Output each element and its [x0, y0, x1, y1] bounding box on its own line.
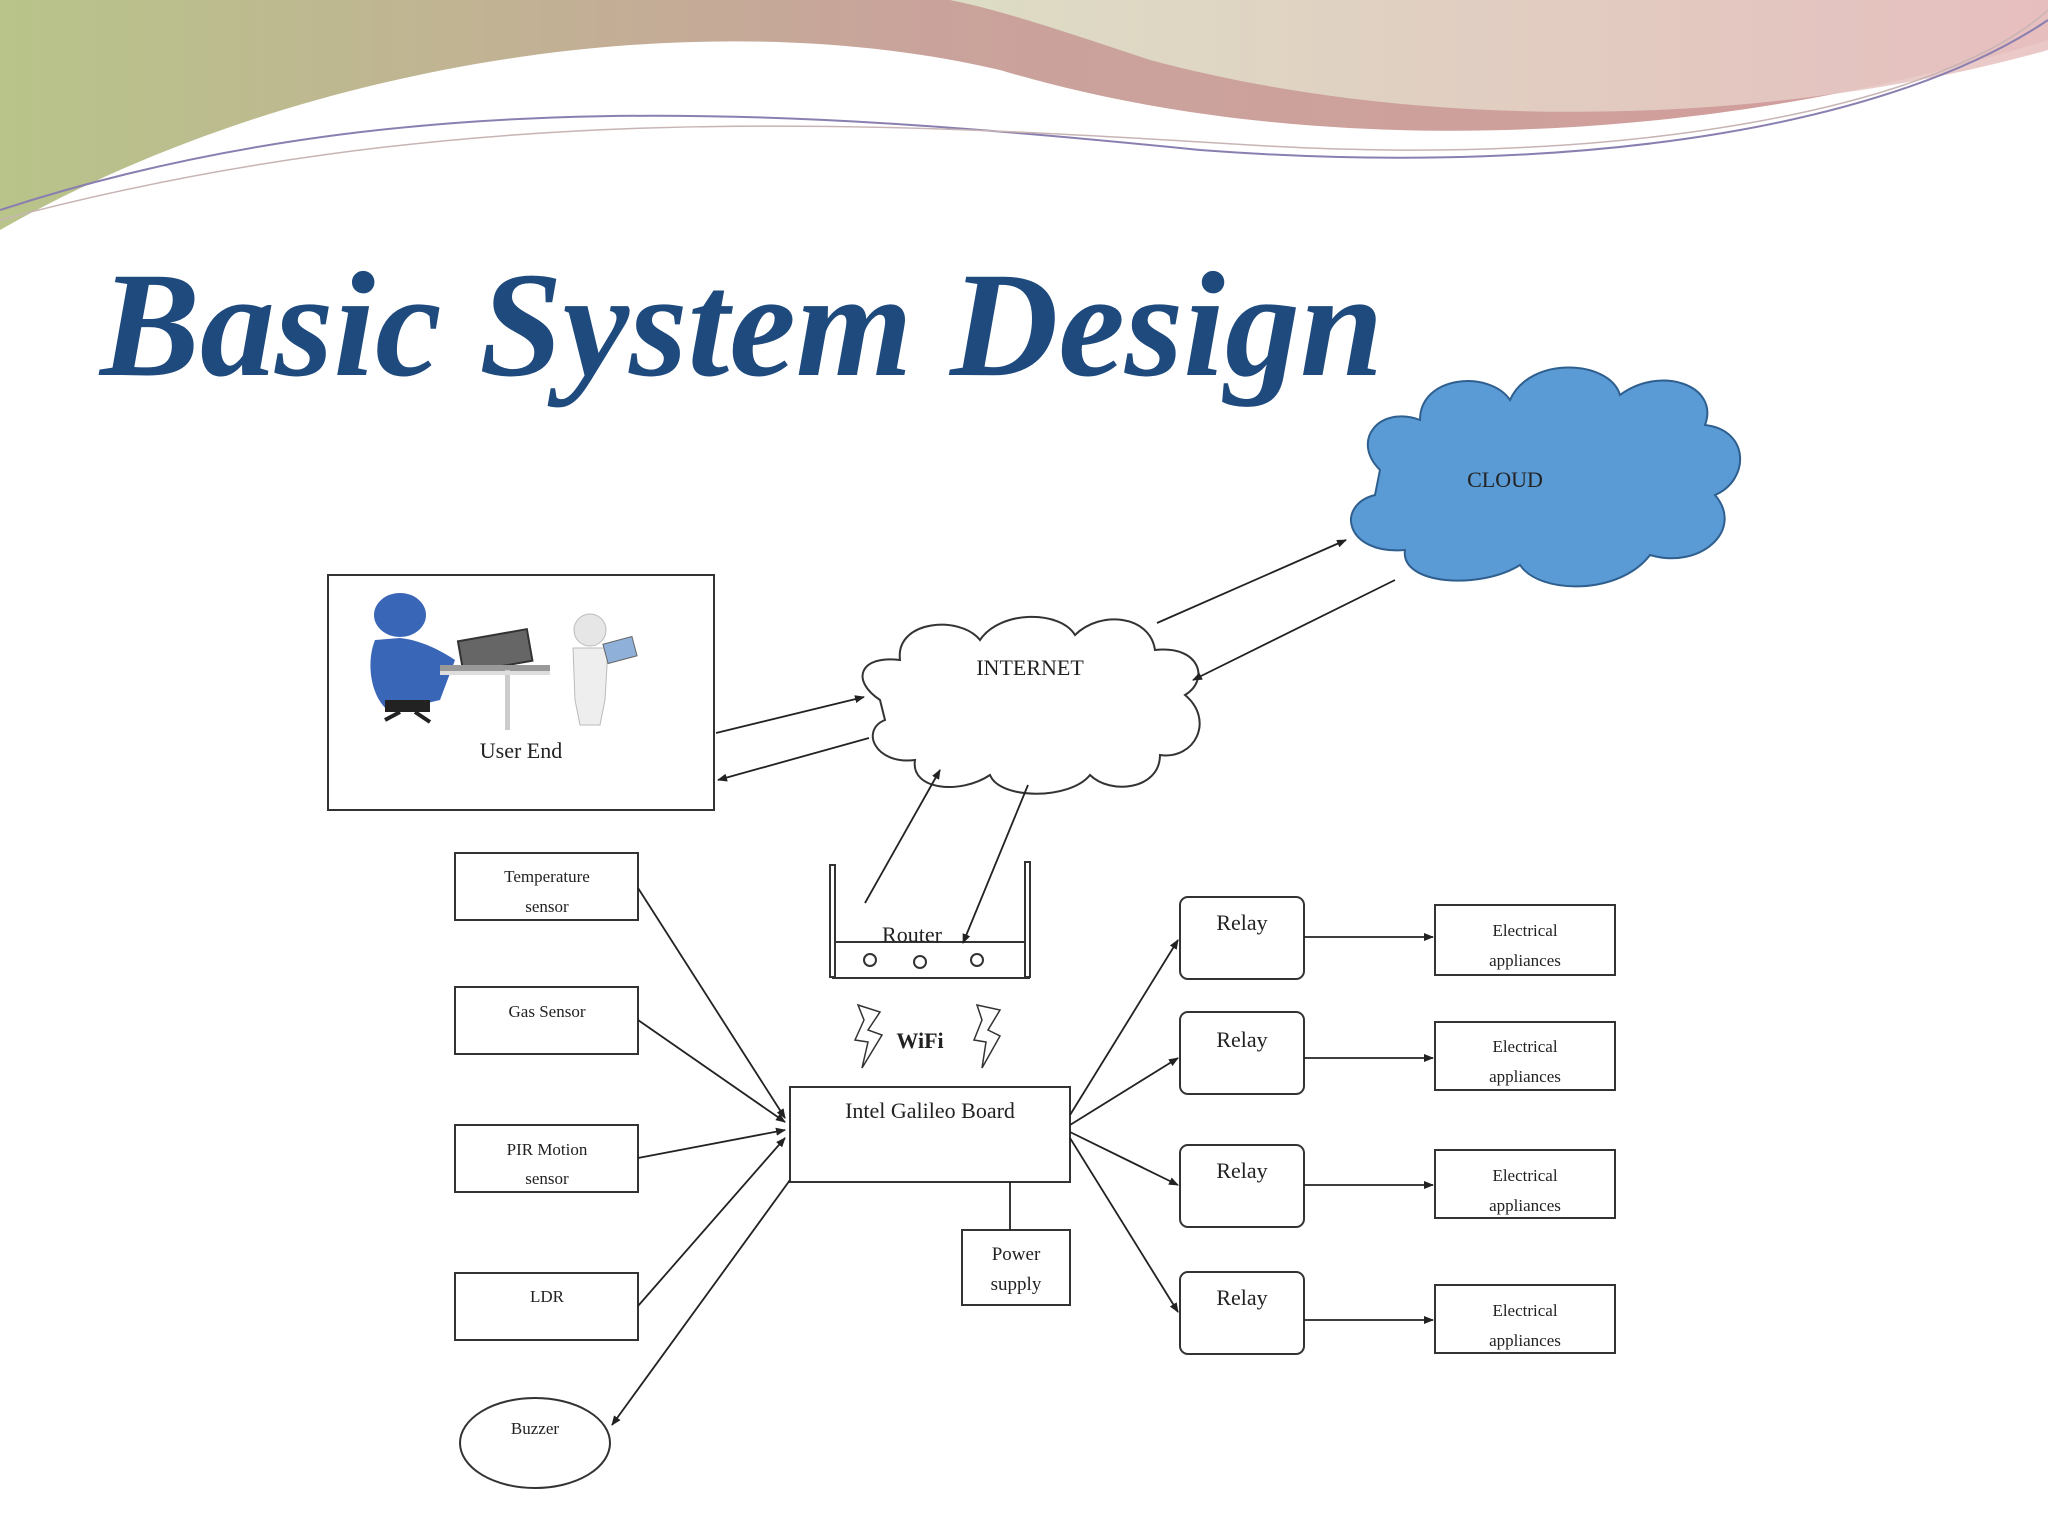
relay-label-1: Relay — [1216, 910, 1267, 935]
arrow-gas-to-board — [637, 1019, 786, 1123]
gas-sensor-label: Gas Sensor — [509, 1002, 586, 1021]
lightning-bolt-icon — [853, 1003, 884, 1069]
ldr-node: LDR — [454, 1272, 639, 1341]
lightning-bolt-icon — [972, 1003, 1002, 1069]
arrow-board-to-relay-3 — [1069, 1131, 1179, 1186]
ldr-label: LDR — [530, 1287, 565, 1306]
gas-sensor-node: Gas Sensor — [454, 986, 639, 1055]
cloud-label: CLOUD — [1467, 467, 1543, 492]
arrow-internet-to-router — [962, 784, 1029, 944]
appliance-label-3a: Electrical — [1492, 1166, 1557, 1185]
arrow-temperature-to-board — [637, 887, 786, 1119]
arrow-router-to-internet — [864, 769, 941, 904]
wifi-link: WiFi — [853, 1003, 1002, 1069]
appliance-label-1a: Electrical — [1492, 921, 1557, 940]
buzzer-node: Buzzer — [459, 1397, 611, 1489]
internet-label: INTERNET — [976, 655, 1084, 680]
arrow-internet-to-cloud — [1156, 539, 1347, 624]
arrow-pir-to-board — [637, 1127, 786, 1159]
arrow-cloud-to-internet — [1192, 579, 1396, 681]
temperature-label-1: Temperature — [504, 867, 590, 886]
user-end-node: User End — [327, 574, 715, 811]
arrow-board-to-buzzer — [611, 1179, 791, 1426]
person-with-tablet-icon — [572, 613, 638, 726]
arrow-board-to-relay-2 — [1069, 1057, 1179, 1126]
pir-sensor-node: PIR Motion sensor — [454, 1124, 639, 1193]
relay-node-4: Relay — [1179, 1271, 1305, 1355]
arrow-ldr-to-board — [637, 1137, 786, 1307]
appliance-label-1b: appliances — [1489, 951, 1561, 970]
router-icon — [829, 861, 1031, 979]
pir-label-2: sensor — [525, 1169, 569, 1188]
relay-label-2: Relay — [1216, 1027, 1267, 1052]
temperature-label-2: sensor — [525, 897, 569, 916]
appliance-node-3: Electrical appliances — [1434, 1149, 1616, 1219]
appliance-label-4b: appliances — [1489, 1331, 1561, 1350]
router-label: Router — [882, 922, 943, 947]
board-label: Intel Galileo Board — [845, 1098, 1015, 1123]
arrow-user-to-internet — [715, 695, 865, 734]
appliance-label-3b: appliances — [1489, 1196, 1561, 1215]
power-supply-node: Power supply — [961, 1229, 1071, 1306]
user-at-laptop-icon — [370, 593, 550, 730]
power-label-2: supply — [991, 1274, 1042, 1295]
relay-label-4: Relay — [1216, 1285, 1267, 1310]
buzzer-label: Buzzer — [511, 1419, 559, 1438]
relay-node-2: Relay — [1179, 1011, 1305, 1095]
board-node: Intel Galileo Board — [789, 1086, 1071, 1183]
relay-node-1: Relay — [1179, 896, 1305, 980]
appliance-node-2: Electrical appliances — [1434, 1021, 1616, 1091]
header-banner — [0, 0, 2048, 230]
cloud-node: CLOUD — [1350, 366, 1741, 588]
pir-label-1: PIR Motion — [507, 1140, 588, 1159]
appliance-node-1: Electrical appliances — [1434, 904, 1616, 976]
power-label-1: Power — [992, 1244, 1041, 1265]
arrow-internet-to-user — [717, 737, 870, 782]
user-end-label: User End — [480, 738, 562, 763]
appliance-label-4a: Electrical — [1492, 1301, 1557, 1320]
slide-title: Basic System Design — [100, 242, 1384, 408]
appliance-node-4: Electrical appliances — [1434, 1284, 1616, 1354]
wifi-label: WiFi — [896, 1028, 943, 1053]
appliance-label-2a: Electrical — [1492, 1037, 1557, 1056]
connectors — [611, 539, 1434, 1426]
router-node: Router — [829, 861, 1031, 979]
relay-label-3: Relay — [1216, 1158, 1267, 1183]
relay-node-3: Relay — [1179, 1144, 1305, 1228]
appliance-label-2b: appliances — [1489, 1067, 1561, 1086]
arrow-board-to-relay-4 — [1069, 1137, 1179, 1313]
internet-node: INTERNET — [861, 615, 1201, 795]
temperature-sensor-node: Temperature sensor — [454, 852, 639, 921]
arrow-board-to-relay-1 — [1069, 939, 1179, 1116]
